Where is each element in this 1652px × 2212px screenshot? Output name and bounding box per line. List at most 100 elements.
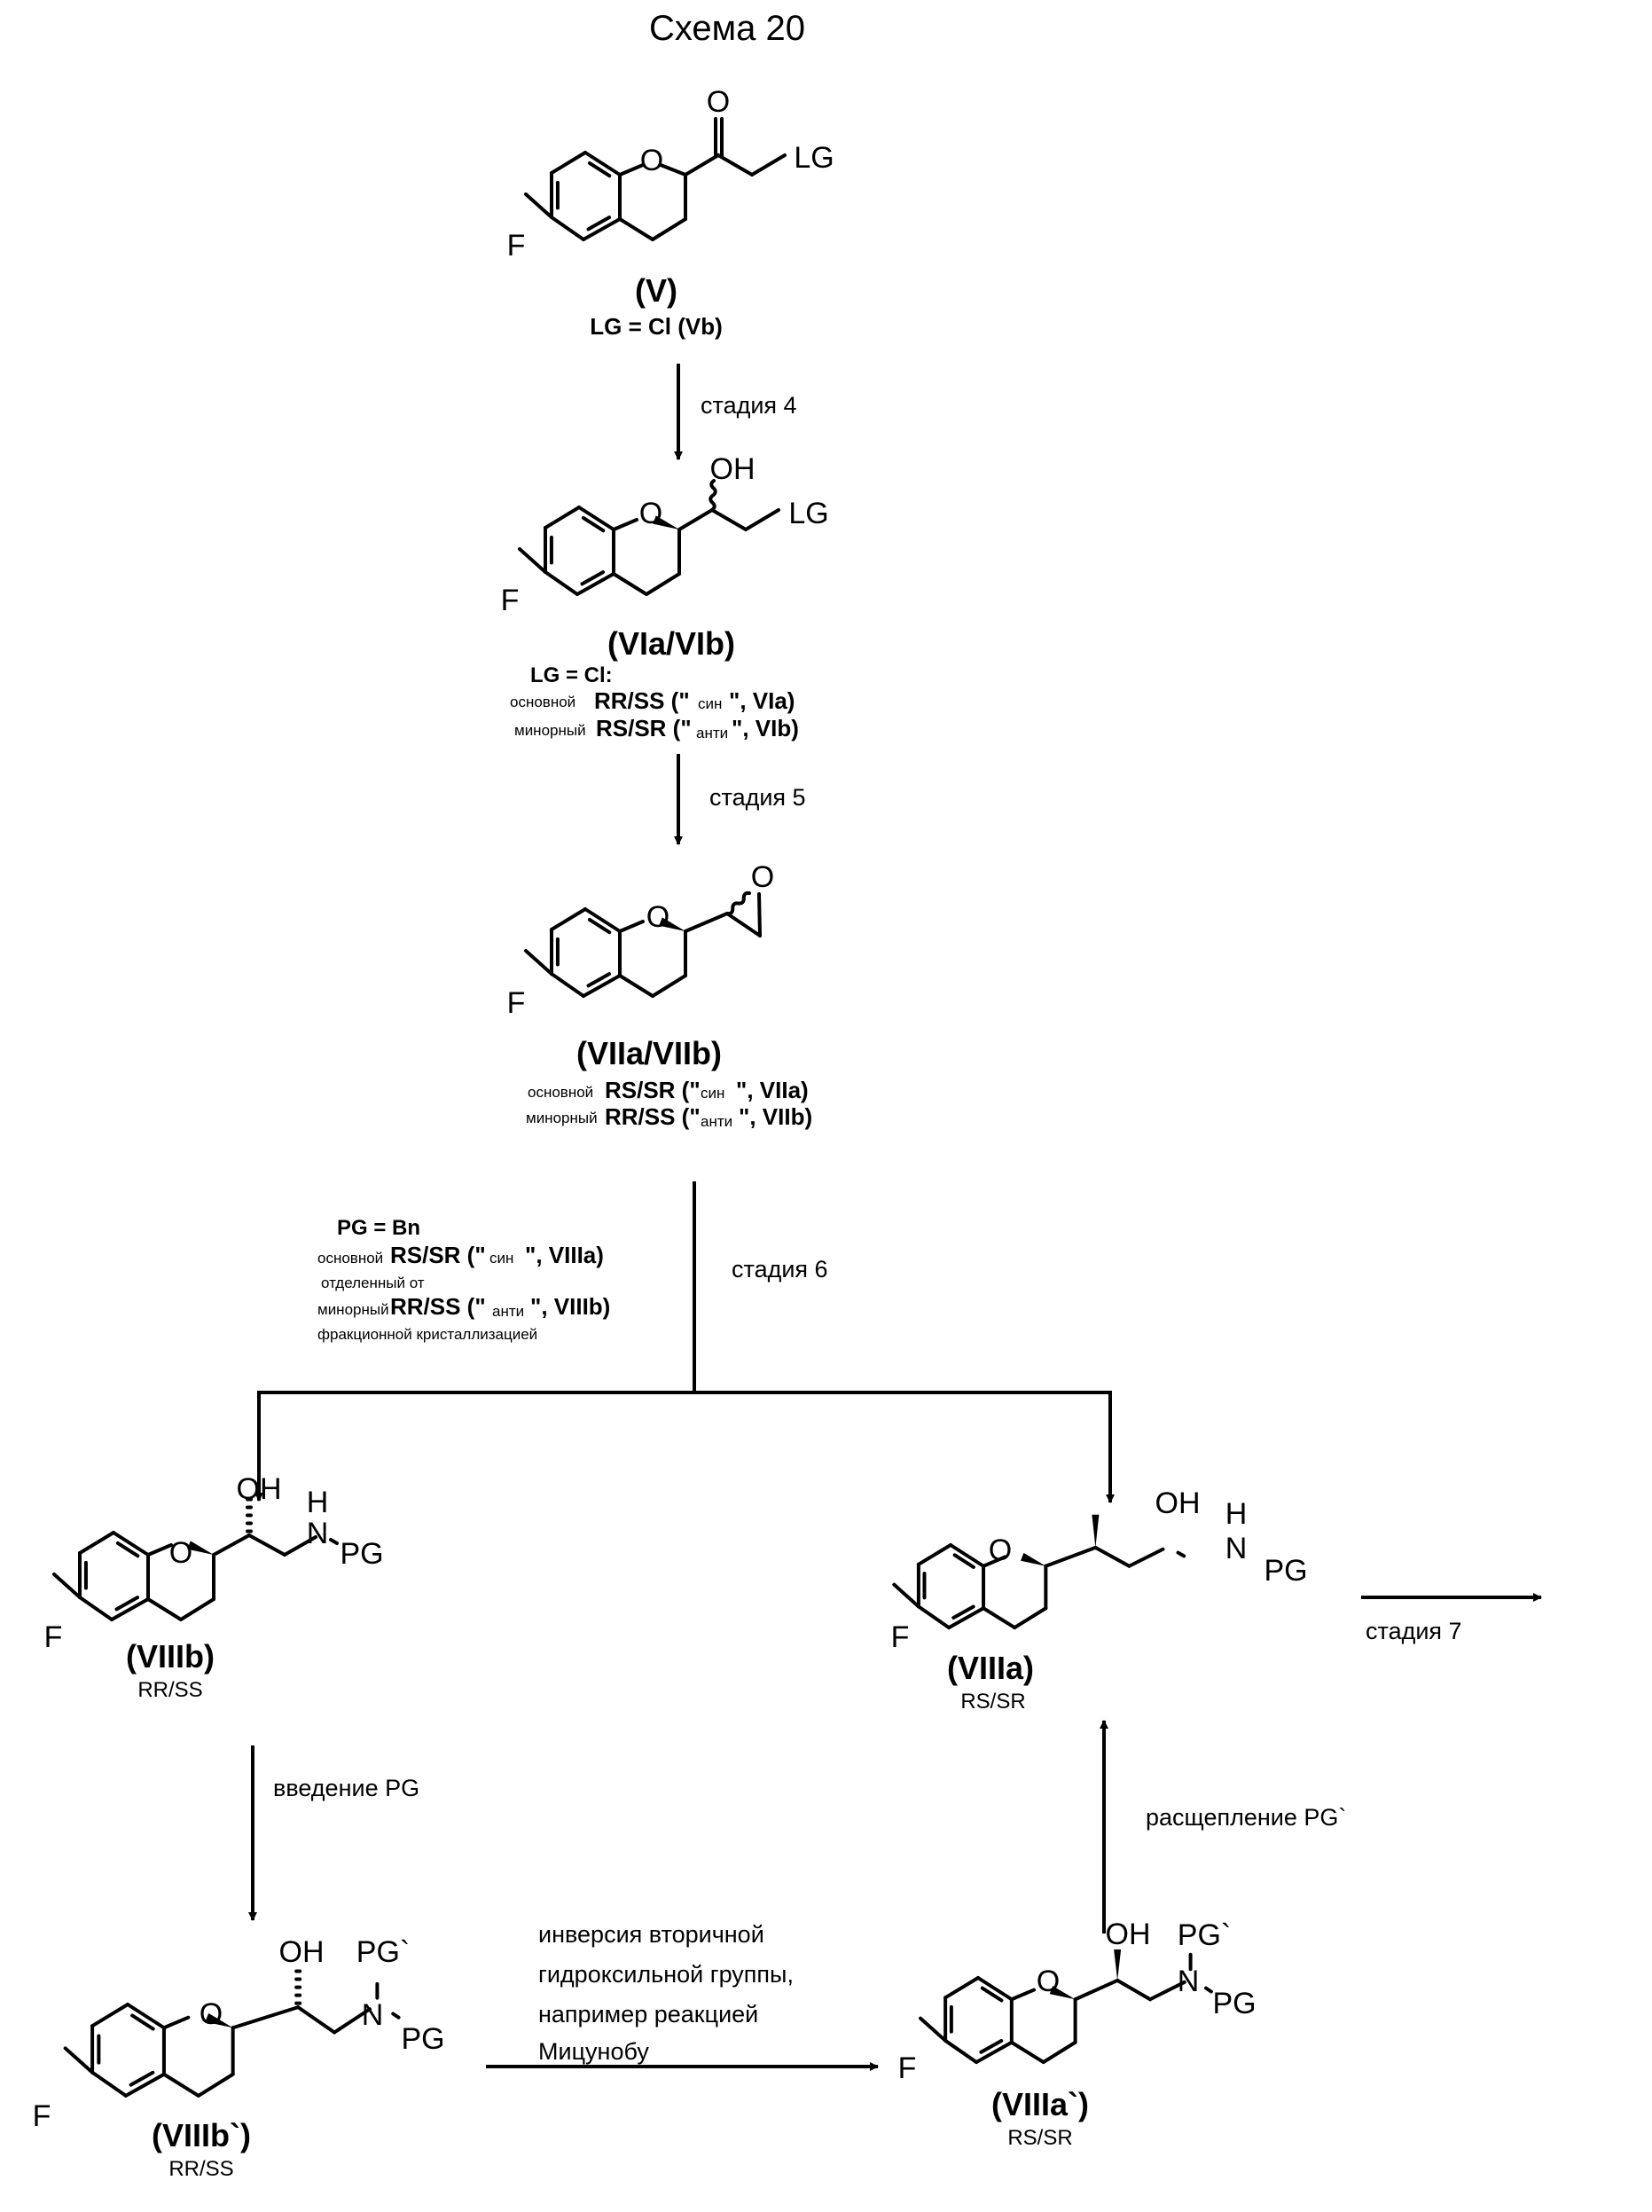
ring-bond — [164, 2075, 199, 2096]
compound-VIIIa: F O OH H N PG (VIIIa) RS/SR — [891, 1486, 1308, 1714]
ring-bond — [919, 1606, 949, 1628]
bond — [759, 894, 760, 936]
inversion-line-2: гидроксильной группы, — [538, 1961, 794, 1988]
ring-bond — [653, 976, 685, 996]
atom-PG: PG — [1264, 1554, 1307, 1588]
atom-F: F — [507, 229, 526, 263]
ring-bond — [614, 520, 637, 529]
compound-label: (VIIIb) — [126, 1638, 215, 1675]
isomer-config: RR/SS (" — [390, 1293, 486, 1320]
n-pg-bond — [1206, 1988, 1211, 1992]
isomer-config: RR/SS (" — [605, 1103, 701, 1130]
atom-LG: LG — [794, 141, 834, 175]
isomer-name: син — [701, 1085, 724, 1102]
isomer-major: основной RR/SS (" син ", VIa) — [510, 687, 795, 714]
isomer-config: RS/SR (" — [596, 715, 692, 741]
isomer-prefix: минорный — [526, 1110, 598, 1126]
step-4-label: стадия 4 — [701, 392, 797, 419]
isomer-name: син — [698, 695, 722, 712]
isomer-prefix: минорный — [514, 722, 586, 739]
isomer-name: син — [489, 1250, 513, 1267]
compound-config: RS/SR — [960, 1690, 1025, 1714]
atom-O-ring: O — [1037, 1965, 1060, 1998]
n-pg-bond — [1178, 1553, 1185, 1557]
step-6-conditions: PG = Bn основной RS/SR (" син ", VIIIa) … — [317, 1216, 610, 1343]
atom-F: F — [44, 1620, 63, 1654]
compound-label: (VIIIa`) — [991, 2086, 1089, 2122]
ring-bond — [181, 1599, 214, 1620]
c-f-bond — [526, 194, 552, 217]
ring-bond — [552, 909, 585, 930]
ring-bond — [1012, 1990, 1034, 2000]
inversion-line-1: инверсия вторичной — [538, 1921, 764, 1948]
n-pg-bond — [331, 1540, 337, 1543]
atom-O-ring: O — [639, 497, 662, 530]
c-f-bond — [920, 2019, 945, 2041]
ring-bond — [620, 922, 643, 931]
isomer-suffix: ", VIIIb) — [530, 1293, 610, 1320]
branch-line — [259, 1392, 1110, 1502]
ring-bond — [1012, 2043, 1044, 2062]
atom-OH: OH — [279, 1935, 325, 1969]
atom-PG-prime: PG` — [356, 1935, 410, 1969]
step-7-label: стадия 7 — [1366, 1618, 1462, 1644]
bond — [233, 2007, 299, 2028]
ring-bond — [92, 2073, 126, 2096]
c-f-bond — [66, 2048, 92, 2072]
isomer-prefix: минорный — [317, 1301, 389, 1318]
ring-bond — [552, 974, 583, 996]
atom-O-keto: O — [707, 85, 730, 119]
wedge-bond — [1114, 1949, 1121, 1981]
bond — [752, 155, 785, 175]
atom-N: N — [307, 1517, 329, 1550]
ring-bond — [552, 217, 583, 239]
atom-OH: OH — [1155, 1486, 1201, 1520]
compound-label: (VIa/VIb) — [607, 625, 735, 662]
wedge-bond — [1092, 1515, 1099, 1548]
ring-bond — [80, 1533, 114, 1553]
ring-bond — [945, 2041, 976, 2062]
inversion-line-4: Мицунобу — [538, 2038, 649, 2065]
method-text: фракционной кристаллизацией — [317, 1326, 537, 1343]
bond — [1076, 1981, 1118, 1999]
isomer-config: RR/SS (" — [594, 687, 690, 714]
atom-LG: LG — [788, 497, 828, 530]
compound-V: F O O LG (V) LG = Cl (Vb) — [507, 85, 834, 340]
compound-note: LG = Cl (Vb) — [590, 313, 723, 340]
c-f-bond — [520, 549, 545, 572]
compound-VIIIb-prime-real-labels: F O OH PG` N PG (VIIIb`) RR/SS — [33, 1935, 445, 2181]
ring-bond — [945, 1978, 978, 1997]
bond — [746, 510, 779, 529]
compound-config: RR/SS — [168, 2157, 233, 2181]
bond — [1129, 1549, 1163, 1566]
compound-note: LG = Cl: — [530, 663, 613, 687]
bond — [712, 510, 746, 529]
isomer-major: основной RS/SR (" син ", VIIa) — [528, 1077, 809, 1103]
pg-cleavage-label: расщепление PG` — [1146, 1804, 1346, 1831]
pg-definition: PG = Bn — [337, 1216, 420, 1240]
compound-label: (VIIa/VIIb) — [576, 1035, 722, 1071]
inversion-line-3: например реакцией — [538, 2001, 758, 2028]
compound-config: RS/SR — [1007, 2126, 1072, 2150]
bond — [298, 2007, 334, 2032]
wedge-bond — [1021, 1553, 1045, 1566]
isomer-suffix: ", VIa) — [729, 687, 795, 714]
atom-O-ring: O — [640, 144, 663, 177]
atom-O-ring: O — [646, 900, 669, 934]
n-pg-bond — [393, 2014, 398, 2018]
isomer-prefix: основной — [317, 1250, 383, 1267]
pg-introduction-label: введение PG — [273, 1775, 419, 1801]
separated-text: отделенный от — [321, 1275, 425, 1291]
ring-bond — [545, 507, 579, 528]
atom-OH: OH — [1106, 1918, 1151, 1951]
ring-bond — [164, 2018, 188, 2028]
c-f-bond — [526, 951, 552, 974]
bond — [214, 1535, 249, 1555]
atom-F: F — [891, 1620, 910, 1654]
atom-N: N — [1178, 1965, 1200, 1998]
step-5-label: стадия 5 — [709, 784, 806, 811]
bond — [718, 155, 752, 175]
atom-PG: PG — [1212, 1987, 1256, 2020]
atom-O-ring: O — [169, 1536, 192, 1570]
step-6-label: стадия 6 — [732, 1256, 828, 1282]
